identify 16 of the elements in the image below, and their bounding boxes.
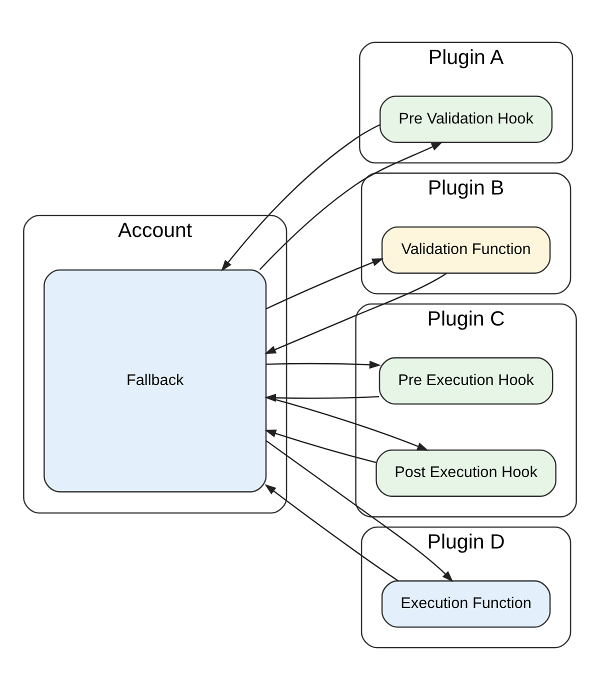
arrow [264, 394, 380, 402]
arrow [264, 430, 376, 464]
arrow [259, 142, 443, 270]
node-box: Validation Function [381, 226, 551, 274]
node-box: Execution Function [381, 580, 551, 628]
arrow [266, 396, 429, 451]
node-box: Post Execution Hook [376, 450, 556, 497]
node-box: Fallback [44, 269, 267, 492]
node-box: Pre Execution Hook [378, 357, 554, 405]
arrow [266, 360, 381, 369]
node-box: Pre Validation Hook [380, 96, 553, 144]
arrow [266, 258, 384, 310]
arrow [221, 124, 380, 272]
arrow [264, 272, 447, 354]
arrow [266, 440, 454, 582]
arrow [264, 484, 399, 582]
